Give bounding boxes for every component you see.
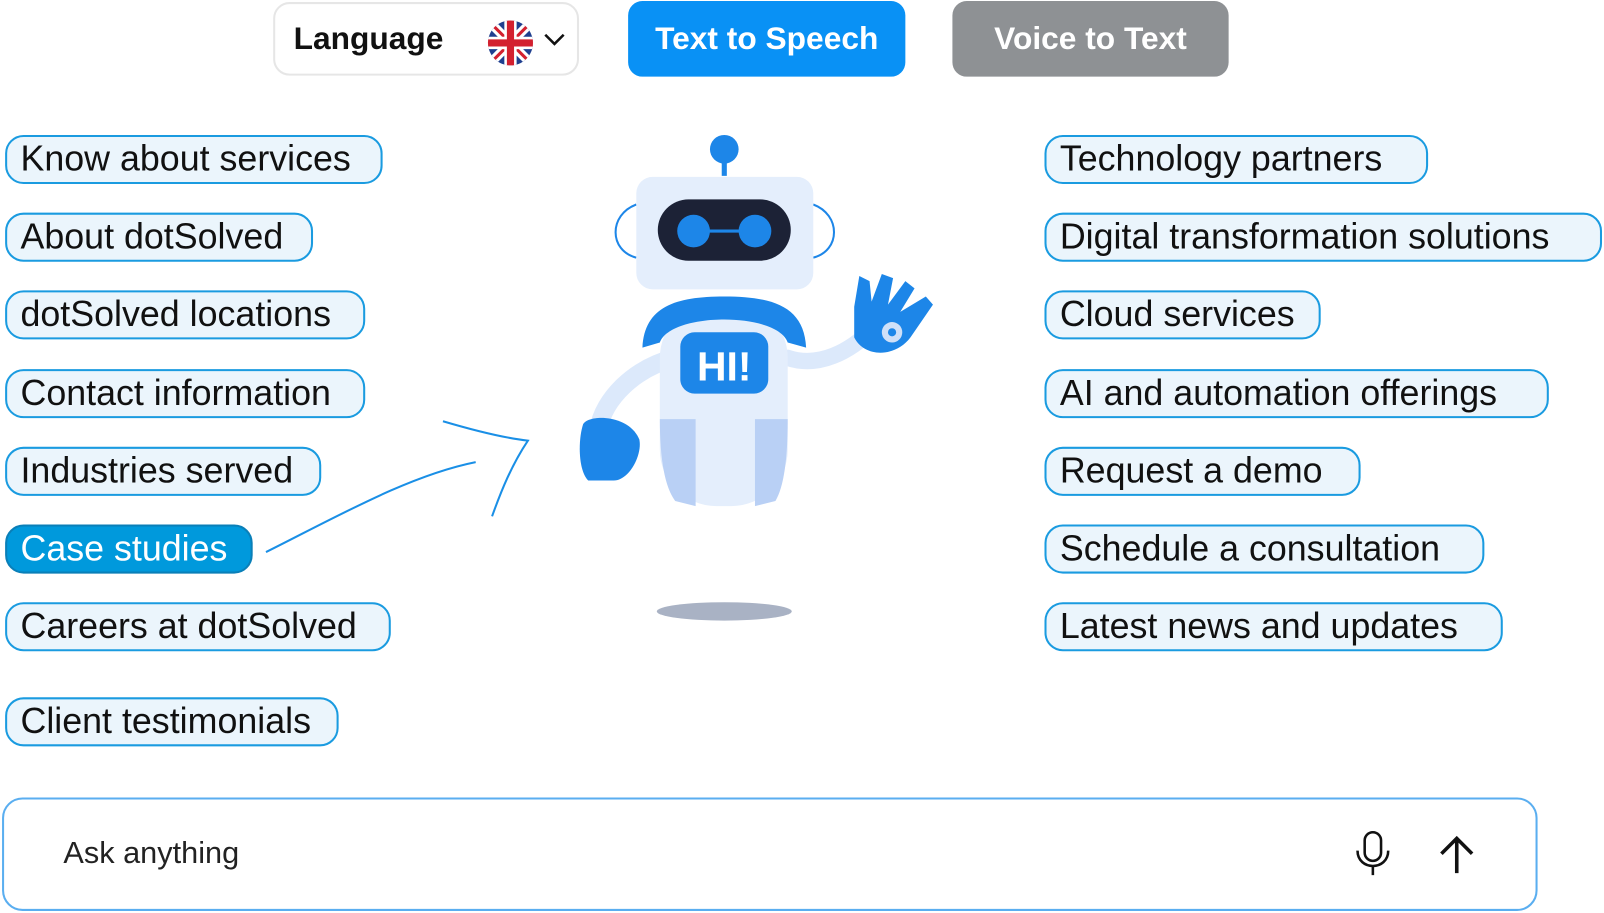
suggestion-chip[interactable]: Request a demo xyxy=(1044,446,1361,496)
suggestion-chip[interactable]: Digital transformation solutions xyxy=(1044,212,1603,262)
voice-to-text-button[interactable]: Voice to Text xyxy=(952,1,1229,77)
arrow-up-icon[interactable] xyxy=(1436,834,1477,875)
chevron-down-icon xyxy=(544,33,565,46)
language-label: Language xyxy=(293,20,444,57)
ask-input-placeholder: Ask anything xyxy=(63,836,240,871)
suggestion-chip[interactable]: Client testimonials xyxy=(5,697,339,747)
suggestion-chip[interactable]: Technology partners xyxy=(1044,134,1429,185)
suggestion-chip[interactable]: Schedule a consultation xyxy=(1044,524,1485,574)
suggestion-chip-selected[interactable]: Case studies xyxy=(5,524,253,574)
suggestion-chip[interactable]: Contact information xyxy=(5,369,366,419)
robot-mascot: HI! xyxy=(579,134,933,621)
suggestion-chip[interactable]: Industries served xyxy=(5,446,322,496)
suggestion-chip[interactable]: Careers at dotSolved xyxy=(5,602,391,652)
suggestion-chip[interactable]: Latest news and updates xyxy=(1044,602,1503,652)
ask-input[interactable]: Ask anything xyxy=(2,797,1538,911)
suggestion-chip[interactable]: Cloud services xyxy=(1044,290,1321,340)
uk-flag-icon xyxy=(487,20,533,66)
microphone-icon[interactable] xyxy=(1354,830,1391,877)
language-selector[interactable]: Language xyxy=(273,2,580,76)
suggestion-chip[interactable]: AI and automation offerings xyxy=(1044,369,1549,419)
robot-badge-text: HI! xyxy=(697,343,752,389)
text-to-speech-button[interactable]: Text to Speech xyxy=(628,1,906,77)
suggestion-chip[interactable]: About dotSolved xyxy=(5,212,314,262)
suggestion-chip[interactable]: Know about services xyxy=(5,134,383,185)
suggestion-chip[interactable]: dotSolved locations xyxy=(5,290,366,340)
